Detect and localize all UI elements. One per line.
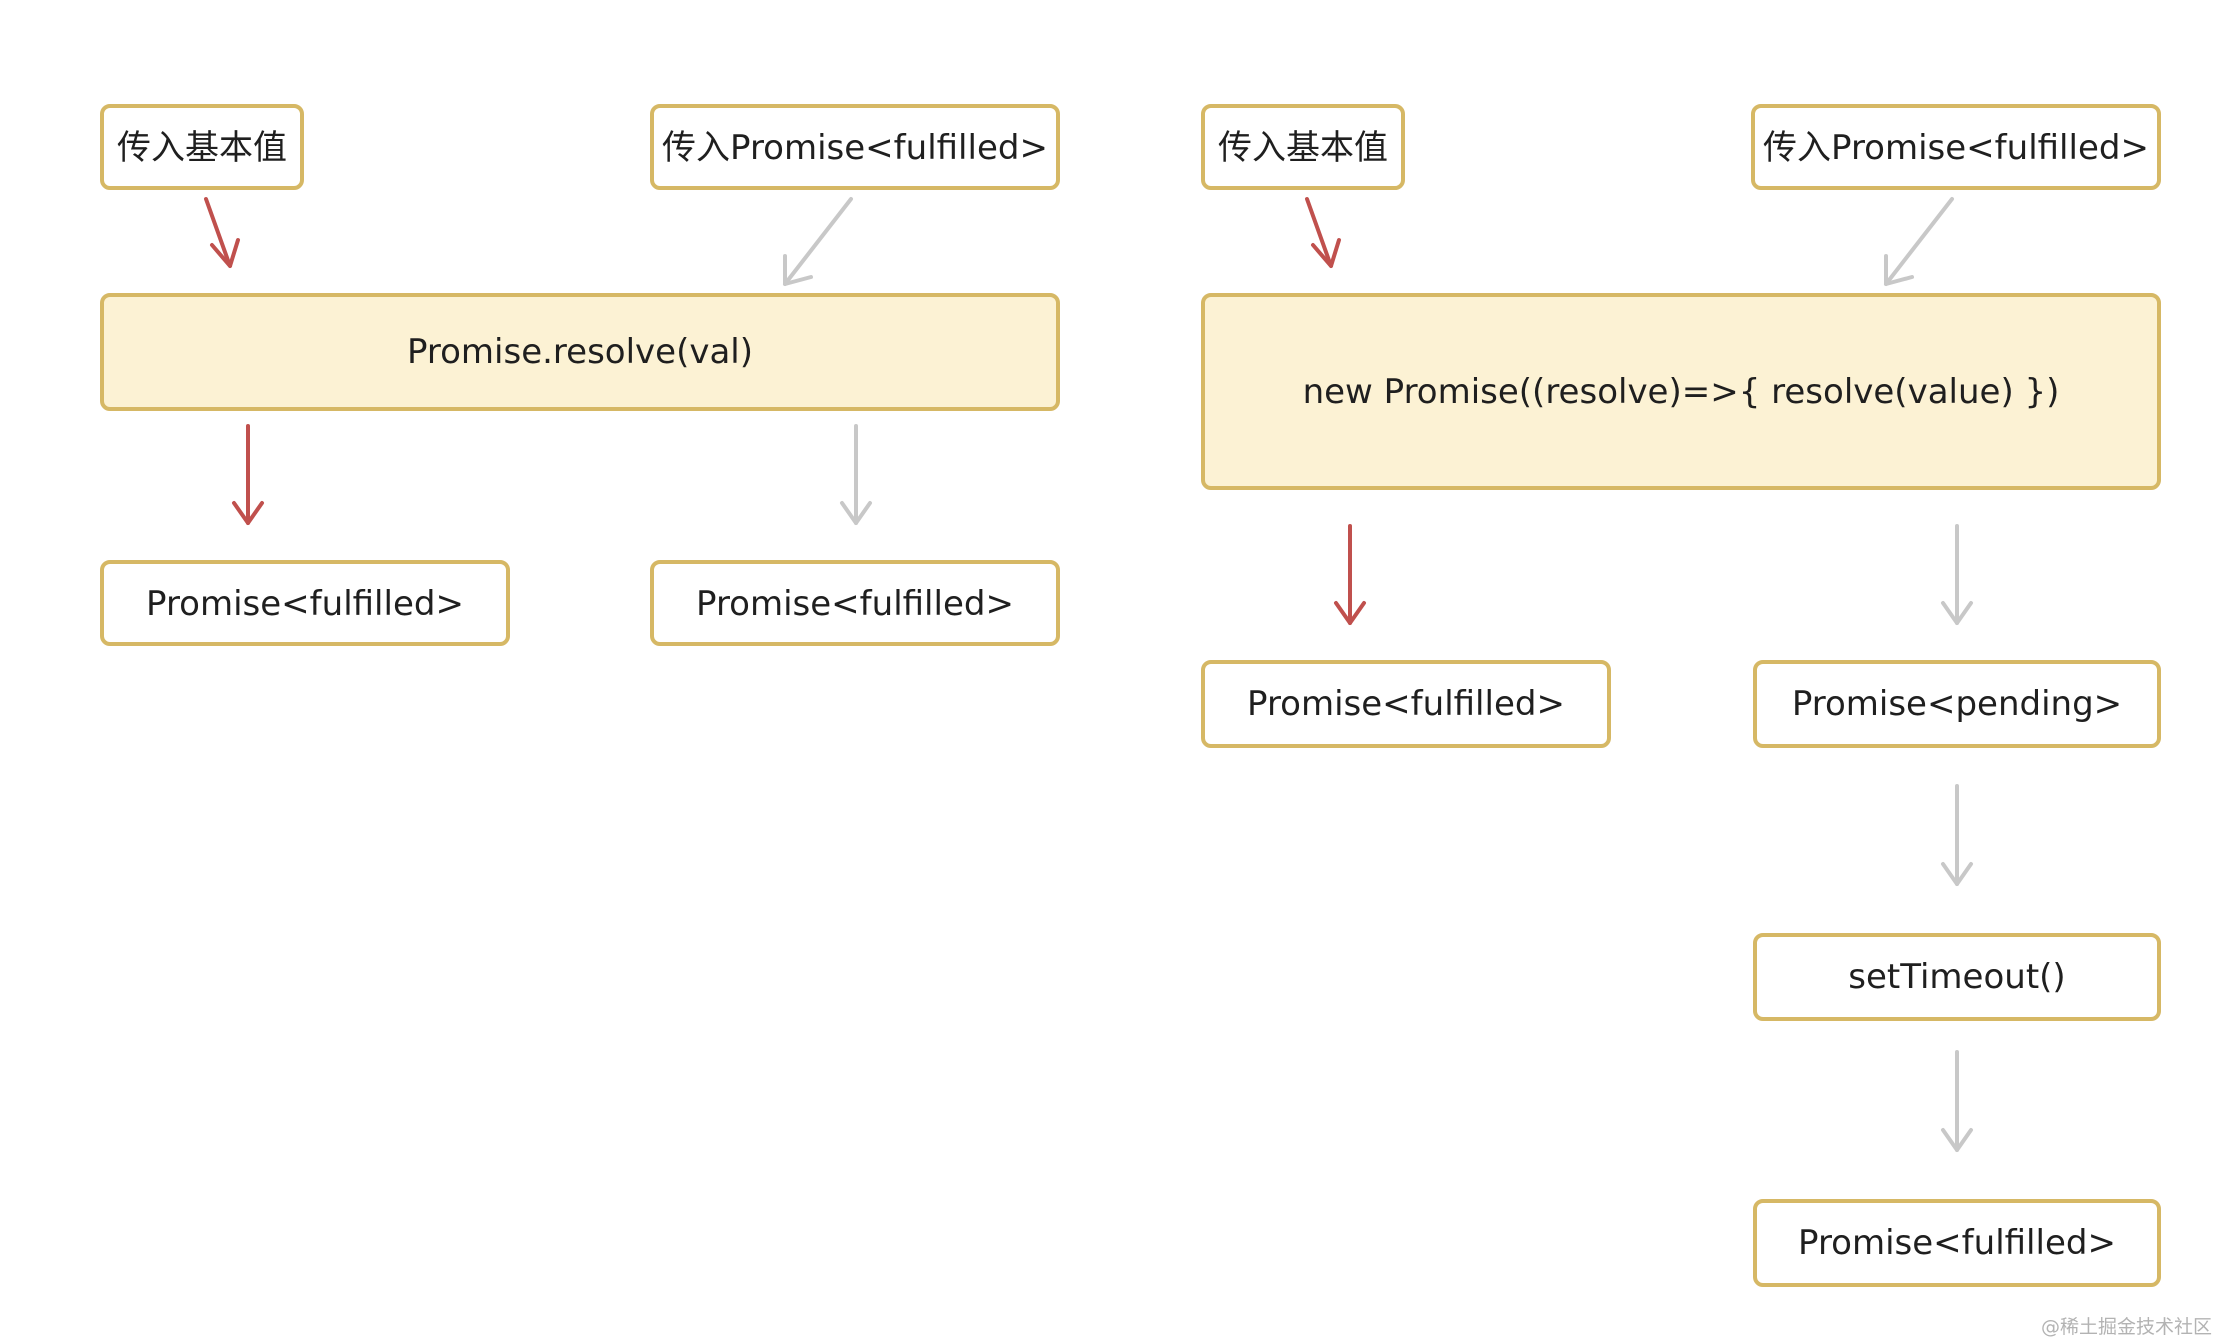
arrow-right-promise-out [1941,524,1973,625]
left-input-primitive-label: 传入基本值 [117,128,287,168]
right-input-promise-label: 传入Promise<fulfilled> [1763,128,2149,168]
arrow-left-promise-out [840,424,872,525]
left-input-primitive-box: 传入基本值 [100,104,304,190]
left-output-promise-box: Promise<fulfilled> [650,560,1060,646]
right-core-box: new Promise((resolve)=>{ resolve(value) … [1201,293,2161,490]
left-core-box: Promise.resolve(val) [100,293,1060,411]
right-output-final-box: Promise<fulfilled> [1753,1199,2161,1287]
arrow-right-promise-in [1884,197,1954,286]
watermark: @稀土掘金技术社区 [2041,1316,2212,1338]
right-input-primitive-box: 传入基本值 [1201,104,1405,190]
right-settimeout-label: setTimeout() [1848,957,2065,997]
right-output-pending-box: Promise<pending> [1753,660,2161,748]
right-output-primitive-box: Promise<fulfilled> [1201,660,1611,748]
right-input-promise-box: 传入Promise<fulfilled> [1751,104,2161,190]
arrow-left-promise-in [783,197,853,286]
arrow-right-pending-to-timeout [1941,784,1973,886]
arrows [204,197,1973,1152]
left-core-label: Promise.resolve(val) [407,332,753,372]
left-output-promise-label: Promise<fulfilled> [696,584,1014,624]
right-output-pending-label: Promise<pending> [1792,684,2122,724]
left-input-promise-label: 传入Promise<fulfilled> [662,128,1048,168]
arrow-left-primitive-in [204,197,240,268]
right-input-primitive-label: 传入基本值 [1218,128,1388,168]
right-settimeout-box: setTimeout() [1753,933,2161,1021]
arrow-right-timeout-to-final [1941,1050,1973,1152]
right-core-label: new Promise((resolve)=>{ resolve(value) … [1303,372,2060,412]
right-output-primitive-label: Promise<fulfilled> [1247,684,1565,724]
arrow-right-primitive-in [1305,197,1341,268]
arrow-right-primitive-out [1334,524,1366,625]
right-output-final-label: Promise<fulfilled> [1798,1223,2116,1263]
left-output-primitive-box: Promise<fulfilled> [100,560,510,646]
arrow-left-primitive-out [232,424,264,525]
left-output-primitive-label: Promise<fulfilled> [146,584,464,624]
left-input-promise-box: 传入Promise<fulfilled> [650,104,1060,190]
